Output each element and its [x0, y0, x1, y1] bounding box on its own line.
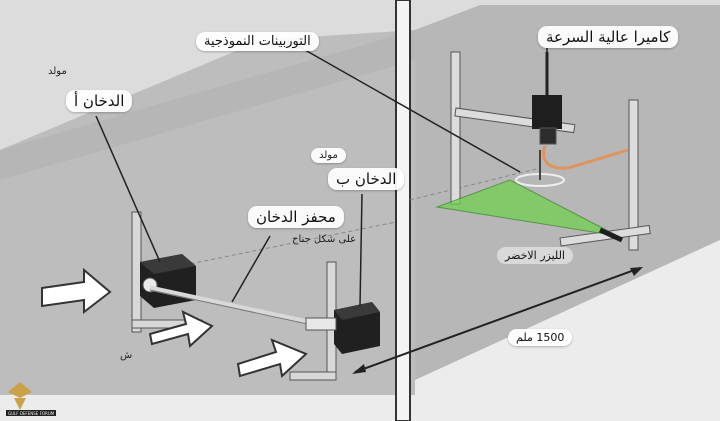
frame-b-base	[289, 371, 337, 381]
leader-smoke-b	[359, 193, 363, 307]
airflow-arrow-2	[148, 310, 214, 348]
airflow-arrow-3	[236, 338, 308, 378]
label-generator-a: مولد	[48, 66, 67, 77]
label-s-mark: ش	[120, 350, 133, 361]
label-smoke-stimulus: محفز الدخان	[248, 206, 344, 228]
leader-smoke-a	[95, 115, 161, 263]
distance-arrow	[354, 267, 641, 373]
distance-arrow-head-right	[630, 267, 643, 276]
label-smoke-a: الدخان أ	[66, 90, 133, 112]
green-laser-sheet	[435, 179, 619, 237]
label-generator-b: مولد	[311, 148, 346, 163]
logo-text: GULF DEFENSE FORUM	[8, 411, 55, 416]
floor-shade	[0, 30, 415, 180]
label-high-speed-camera: كاميرا عالية السرعة	[538, 26, 679, 48]
right-floor-plane	[415, 5, 720, 380]
laser-emitter	[598, 227, 624, 243]
smoke-stimulus-bar-edge	[149, 289, 313, 326]
centerline	[169, 221, 397, 269]
leader-stimulus	[231, 235, 271, 303]
frame-a-post	[131, 211, 142, 333]
high-speed-camera-lens	[539, 127, 557, 145]
cooling-tube	[542, 145, 629, 170]
camera-frame-post-right	[628, 99, 639, 251]
leader-turbines	[297, 45, 521, 173]
logo-emblem	[6, 382, 56, 416]
smoke-stimulus-bar	[149, 285, 313, 326]
label-wing-shaped: على شكل جناح	[292, 234, 357, 245]
label-green-laser: الليزر الاخضر	[497, 247, 573, 264]
airflow-arrow-1	[41, 267, 112, 315]
generator-b-nozzle	[305, 317, 337, 331]
smoke-generator-b-top	[334, 302, 380, 320]
label-smoke-b: الدخان ب	[328, 168, 405, 190]
divider-pillar	[395, 0, 411, 421]
high-speed-camera-body	[532, 95, 562, 129]
camera-frame-post-left	[450, 51, 461, 205]
distance-arrow-head-left	[352, 364, 366, 374]
label-model-turbines: التوربينات النموذجية	[196, 32, 319, 51]
label-distance: 1500 ملم	[508, 329, 573, 346]
centerline-right	[409, 167, 541, 201]
smoke-generator-a-top	[140, 254, 196, 274]
